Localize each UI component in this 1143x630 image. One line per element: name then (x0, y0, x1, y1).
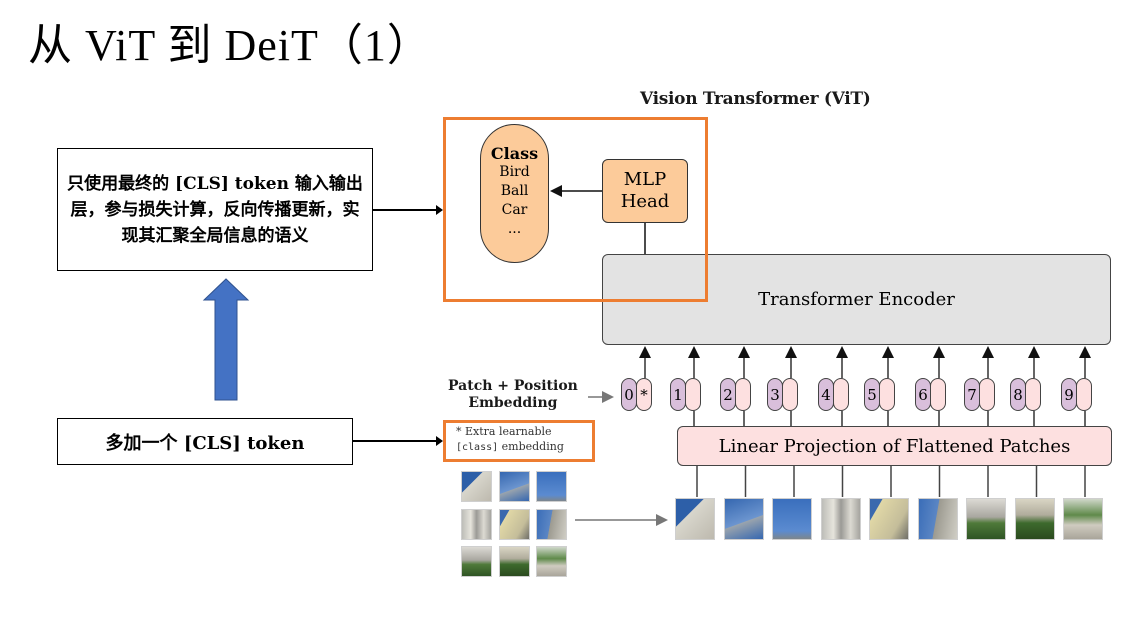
projection-label: Linear Projection of Flattened Patches (718, 435, 1071, 457)
extra-note-line-2: embedding (498, 440, 564, 453)
position-embedding-token: 4 (818, 378, 834, 411)
sequence-image-patch (1063, 498, 1103, 540)
top-note-arrow (373, 205, 443, 215)
highlight-frame-class-embedding (443, 420, 595, 462)
extra-class-embedding-note: * Extra learnable [class] embedding (456, 424, 564, 455)
position-embedding-token: 5 (864, 378, 880, 411)
grid-image-patch (536, 509, 567, 540)
class-item: Car (501, 202, 528, 218)
position-embedding-token: 7 (964, 378, 980, 411)
patch-embedding-token (1076, 378, 1092, 411)
sequence-image-patch (772, 498, 812, 540)
patch-embedding-token (782, 378, 798, 411)
grid-image-patch (536, 471, 567, 502)
position-embedding-token: 2 (720, 378, 736, 411)
class-item: ... (507, 221, 522, 237)
token-pair: 9 (1061, 378, 1092, 411)
token-pair: 8 (1010, 378, 1041, 411)
bottom-note-arrow (353, 436, 443, 446)
position-embedding-token: 6 (915, 378, 931, 411)
position-embedding-token: 8 (1010, 378, 1026, 411)
grid-image-patch (499, 546, 530, 577)
token-pair: 3 (767, 378, 798, 411)
extra-note-line-1: * Extra learnable (456, 425, 552, 438)
patch-embedding-token (1025, 378, 1041, 411)
patch-embedding-token (685, 378, 701, 411)
pe-label-line-1: Patch + Position (448, 378, 578, 394)
token-pair: 0* (621, 378, 652, 411)
patch-embedding-token (930, 378, 946, 411)
pe-label-line-2: Embedding (468, 395, 558, 411)
token-pair: 4 (818, 378, 849, 411)
sequence-image-patch (820, 498, 861, 540)
cls-output-note: 只使用最终的 [CLS] token 输入输出层，参与损失计算，反向传播更新，实… (57, 148, 373, 271)
class-item: Bird (499, 164, 530, 180)
vit-title: Vision Transformer (ViT) (640, 89, 871, 109)
token-pair: 1 (670, 378, 701, 411)
sequence-image-patch (723, 498, 764, 540)
patch-embedding-token (979, 378, 995, 411)
class-mono-text: [class] (456, 442, 499, 453)
grid-image-patch (461, 471, 492, 502)
class-item: Ball (500, 183, 529, 199)
patch-position-embedding-label: Patch + Position Embedding (448, 378, 578, 412)
patch-embedding-token (879, 378, 895, 411)
add-cls-token-note: 多加一个 [CLS] token (57, 418, 353, 465)
class-heading: Class (490, 144, 539, 163)
mlp-head-box: MLP Head (602, 159, 688, 223)
token-pair: 2 (720, 378, 751, 411)
sequence-image-patch (917, 498, 958, 540)
patch-embedding-token (735, 378, 751, 411)
grid-image-patch (499, 471, 530, 502)
sequence-image-patch (675, 498, 715, 540)
position-embedding-token: 3 (767, 378, 783, 411)
mlp-head-label-1: MLP (623, 169, 667, 190)
highlight-frame-output (443, 117, 708, 302)
token-pair: 5 (864, 378, 895, 411)
position-embedding-token: 0 (621, 378, 637, 411)
class-token: * (636, 378, 652, 411)
class-output-box: Class Bird Ball Car ... (480, 124, 549, 263)
sequence-image-patch (869, 498, 909, 540)
patch-embedding-token (833, 378, 849, 411)
sequence-image-patch (1014, 498, 1055, 540)
grid-image-patch (461, 509, 492, 540)
linear-projection-box: Linear Projection of Flattened Patches (677, 426, 1112, 466)
grid-image-patch (499, 509, 530, 540)
position-embedding-token: 9 (1061, 378, 1077, 411)
token-pair: 7 (964, 378, 995, 411)
big-up-arrow-icon (202, 278, 250, 401)
sequence-image-patch (966, 498, 1006, 540)
mlp-head-label-2: Head (620, 191, 670, 212)
grid-image-patch (461, 546, 492, 577)
encoder-label: Transformer Encoder (758, 289, 955, 310)
slide-title: 从 ViT 到 DeiT（1） (28, 21, 432, 70)
grid-image-patch (536, 546, 567, 577)
token-pair: 6 (915, 378, 946, 411)
position-embedding-token: 1 (670, 378, 686, 411)
